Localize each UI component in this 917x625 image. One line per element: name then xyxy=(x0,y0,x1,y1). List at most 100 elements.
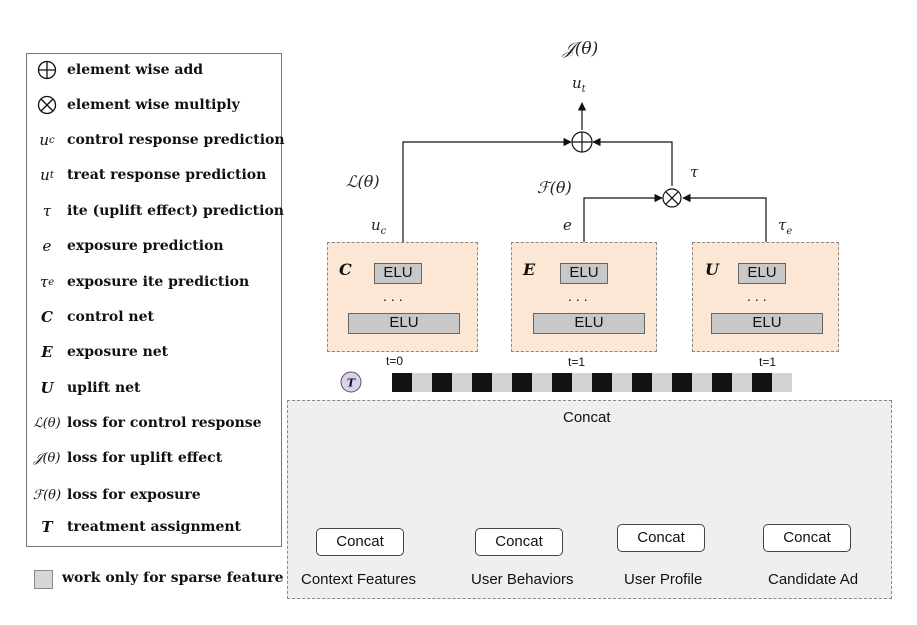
legend-item-treatment: T treatment assignment xyxy=(27,515,241,539)
circle-times-icon xyxy=(662,188,682,208)
legend-item-u-net: U uplift net xyxy=(27,376,141,400)
arrow-e-to-multiply xyxy=(583,193,663,242)
arrow-uc-to-add xyxy=(402,137,572,242)
embedding-cell xyxy=(512,373,532,392)
layer-ellipsis: ... xyxy=(568,288,592,304)
embedding-cell xyxy=(532,373,552,392)
embedding-cell xyxy=(752,373,772,392)
treatment-badge-label: T xyxy=(347,377,356,390)
legend-symbol: T xyxy=(41,518,53,536)
legend-item-multiply: element wise multiply xyxy=(27,93,240,117)
legend-text: treat response prediction xyxy=(67,167,267,183)
legend-item-e-net: E exposure net xyxy=(27,340,168,364)
embedding-cell xyxy=(712,373,732,392)
legend-text: uplift net xyxy=(67,380,141,396)
legend-item-loss-exposure: ℱ(θ) loss for exposure xyxy=(27,483,201,507)
embedding-cell xyxy=(552,373,572,392)
t-label-exposure: t=1 xyxy=(568,355,586,369)
legend-text: element wise add xyxy=(67,62,204,78)
objective-label: 𝒥(θ) xyxy=(563,39,599,59)
legend-item-loss-uplift: 𝒥(θ) loss for uplift effect xyxy=(27,446,223,470)
legend-item-loss-control: ℒ(θ) loss for control response xyxy=(27,411,262,435)
tau-label: τ xyxy=(690,163,699,181)
legend-text: control response prediction xyxy=(67,132,285,148)
legend-text: loss for uplift effect xyxy=(67,450,223,466)
concat-block-behaviors: Concat xyxy=(475,528,563,556)
circle-times-icon xyxy=(27,95,67,115)
embedding-cell xyxy=(412,373,432,392)
elu-layer-bottom: ELU xyxy=(711,313,823,334)
embedding-cell xyxy=(432,373,452,392)
legend-panel: element wise add element wise multiply u… xyxy=(26,53,285,547)
feature-label-profile: User Profile xyxy=(624,571,703,588)
net-symbol: E xyxy=(523,260,536,279)
treatment-badge-icon: T xyxy=(340,371,362,393)
ut-label: ut xyxy=(572,74,586,95)
embedding-cell xyxy=(492,373,512,392)
net-symbol: C xyxy=(339,260,352,279)
legend-item-add: element wise add xyxy=(27,58,203,82)
legend-text: control net xyxy=(67,309,154,325)
elu-layer-bottom: ELU xyxy=(348,313,460,334)
feature-label-ad: Candidate Ad xyxy=(768,571,859,588)
legend-symbol: τ xyxy=(42,202,52,220)
embedding-cell xyxy=(772,373,792,392)
legend-symbol: 𝒥(θ) xyxy=(33,450,61,466)
legend-symbol: E xyxy=(41,343,53,361)
embedding-cell xyxy=(652,373,672,392)
net-symbol: U xyxy=(705,260,719,279)
legend-text: exposure prediction xyxy=(67,238,224,254)
elu-layer-top: ELU xyxy=(560,263,608,284)
legend-symbol: C xyxy=(41,308,53,326)
concat-title: Concat xyxy=(563,409,611,426)
arrow-tau-e-to-multiply xyxy=(682,193,767,242)
concat-block-context: Concat xyxy=(316,528,404,556)
embedding-cell xyxy=(692,373,712,392)
loss-exposure-label: ℱ(θ) xyxy=(537,178,572,197)
uplift-net: U ELU ... ELU xyxy=(692,242,839,352)
elu-layer-bottom: ELU xyxy=(533,313,645,334)
embedding-cell xyxy=(732,373,752,392)
elu-layer-top: ELU xyxy=(374,263,422,284)
embedding-cell xyxy=(472,373,492,392)
legend-item-c: C control net xyxy=(27,305,154,329)
circle-plus-icon xyxy=(571,131,593,153)
sparse-feature-note: work only for sparse feature xyxy=(62,570,284,586)
embedding-cell xyxy=(672,373,692,392)
legend-text: loss for control response xyxy=(67,415,262,431)
loss-control-label: ℒ(θ) xyxy=(346,172,380,191)
concat-block-ad: Concat xyxy=(763,524,851,552)
concat-block-profile: Concat xyxy=(617,524,705,552)
uc-label: uc xyxy=(371,216,387,237)
circle-plus-icon xyxy=(27,60,67,80)
embedding-cell xyxy=(392,373,412,392)
legend-symbol: ℒ(θ) xyxy=(33,415,61,431)
embedding-cell xyxy=(592,373,612,392)
layer-ellipsis: ... xyxy=(383,288,407,304)
embedding-cell xyxy=(612,373,632,392)
legend-text: exposure ite prediction xyxy=(67,274,250,290)
t-label-control: t=0 xyxy=(386,354,404,368)
arrow-tau-to-add xyxy=(592,137,673,186)
embedding-cell xyxy=(632,373,652,392)
embedding-bar xyxy=(392,373,792,392)
legend-text: element wise multiply xyxy=(67,97,240,113)
legend-item-e: e exposure prediction xyxy=(27,234,224,258)
e-label: e xyxy=(563,216,572,234)
legend-item-tau: τ ite (uplift effect) prediction xyxy=(27,199,284,223)
tau-e-label: τe xyxy=(778,216,793,237)
legend-symbol: U xyxy=(40,379,54,397)
legend-text: loss for exposure xyxy=(67,487,201,503)
feature-label-context: Context Features xyxy=(301,571,417,588)
control-net: C ELU ... ELU xyxy=(327,242,478,352)
embedding-cell xyxy=(572,373,592,392)
legend-text: exposure net xyxy=(67,344,169,360)
feature-label-behaviors: User Behaviors xyxy=(471,571,574,588)
legend-symbol: ℱ(θ) xyxy=(32,487,62,503)
